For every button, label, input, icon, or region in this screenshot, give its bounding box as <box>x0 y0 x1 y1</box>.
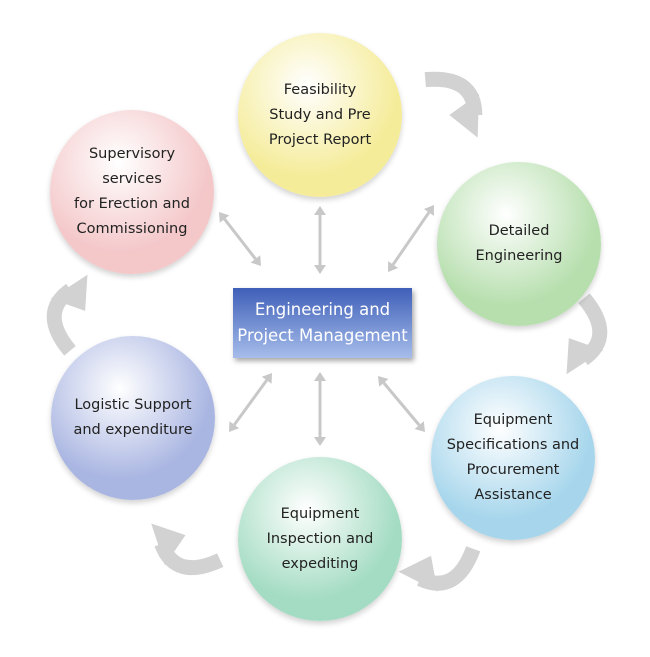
node-detailed-engineering: Detailed Engineering <box>437 162 601 326</box>
node-logistic-support: Logistic Support and expenditure <box>51 336 215 500</box>
connector-supervisory-arrow <box>219 212 261 266</box>
center-engineering-project-management: Engineering and Project Management <box>233 288 412 358</box>
node-equipment-inspection: Equipment Inspection and expediting <box>238 457 402 621</box>
cycle-arrow-logistic-to-supervisory <box>46 274 88 356</box>
node-logistic-support-label: Logistic Support and expenditure <box>73 397 193 438</box>
cycle-arrow-feasibility-to-detailed <box>424 71 483 138</box>
connector-specs-arrow <box>378 376 425 432</box>
cycle-arrow-detailed-to-specs <box>566 293 608 375</box>
connector-logistic-arrow <box>229 373 272 432</box>
connector-detailed-arrow <box>388 205 434 272</box>
cycle-arrow-specs-to-inspection <box>398 546 481 592</box>
cycle-arrow-inspection-to-logistic <box>151 523 224 576</box>
node-supervisory-services-label: Supervisory services for Erection and Co… <box>74 146 190 237</box>
node-feasibility-study: Feasibility Study and Pre Project Report <box>238 33 402 197</box>
center-label: Engineering and Project Management <box>237 300 408 345</box>
node-feasibility-label: Feasibility Study and Pre Project Report <box>268 81 372 148</box>
node-equipment-specifications: Equipment Specifications and Procurement… <box>431 376 595 540</box>
node-detailed-engineering-label: Detailed Engineering <box>475 223 563 264</box>
connector-inspection-arrow <box>314 372 326 446</box>
node-supervisory-services: Supervisory services for Erection and Co… <box>50 110 214 274</box>
node-equipment-inspection-label: Equipment Inspection and expediting <box>266 505 374 572</box>
node-equipment-specifications-label: Equipment Specifications and Procurement… <box>446 412 580 503</box>
connector-feasibility-arrow <box>314 206 326 274</box>
